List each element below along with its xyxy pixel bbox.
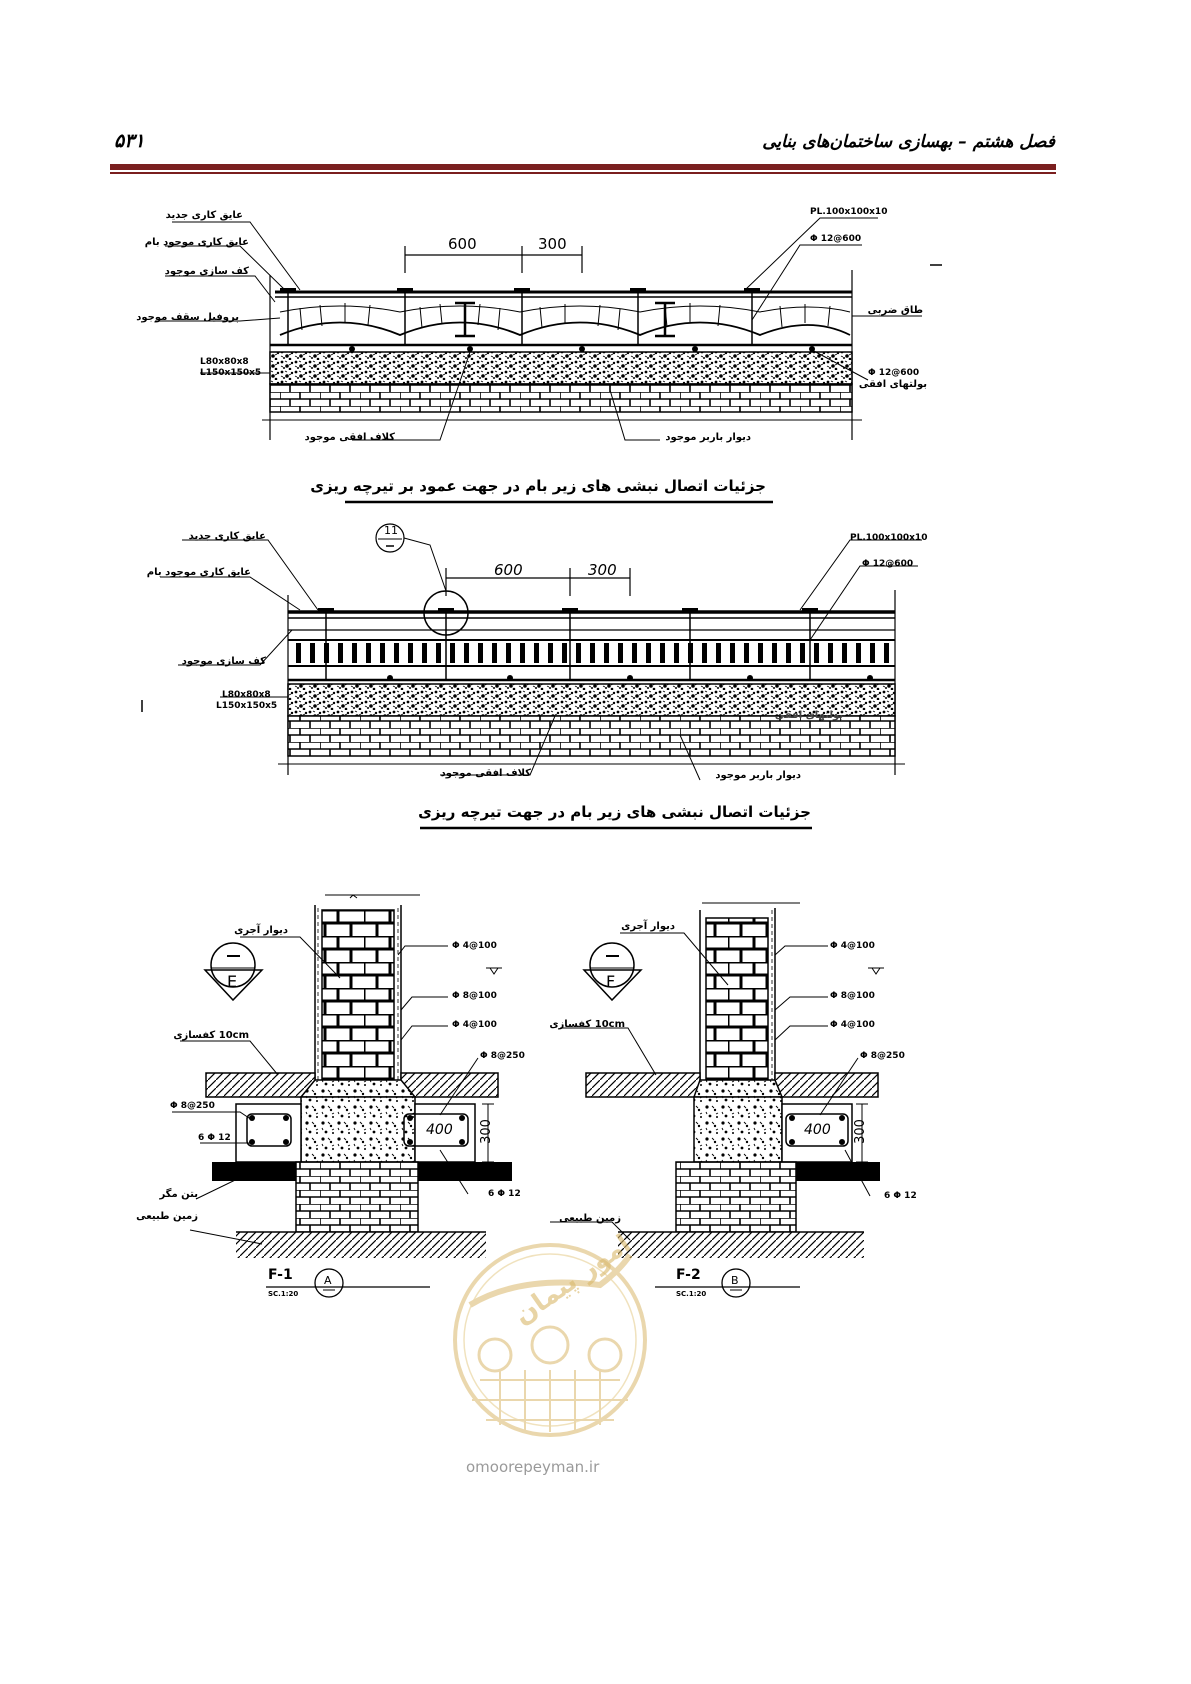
f1-label-lean-concrete: بتن مگر <box>159 1189 198 1200</box>
detail2-label-tie-beam: کلاف افقی موجود <box>440 768 531 779</box>
detail1-label-tie-beam: کلاف افقی موجود <box>304 432 395 443</box>
f2-scale: SC.1:20 <box>676 1290 707 1298</box>
detail1-label-existing-roof-profile: پروفیل سقف موجود <box>136 312 239 323</box>
detail2-label-bar-spacing: Φ 12@600 <box>862 559 914 569</box>
detail1-label-bar-spacing2: Φ 12@600 <box>868 368 920 378</box>
detail2-callout-number: 11 <box>384 524 398 537</box>
detail2-dim-600: 600 <box>494 561 523 579</box>
detail2-label-existing-flooring: کف سازی موجود <box>181 656 266 667</box>
f1-label-natural-ground: زمین طبیعی <box>136 1211 198 1222</box>
f1-label-mesh2: Φ 8@100 <box>452 991 497 1001</box>
watermark-seal <box>453 1243 647 1437</box>
detail2-label-plate: PL.100x100x10 <box>850 533 928 543</box>
f2-section-tag: F <box>606 972 616 991</box>
f2-label-floor-covering: 10cm کفسازی <box>549 1019 625 1030</box>
detail2-dim-300: 300 <box>588 561 617 579</box>
f1-label-mesh3: Φ 4@100 <box>452 1020 497 1030</box>
f1-label-stirrups: Φ 8@250 <box>480 1051 525 1061</box>
page-number: ۵۳۱ <box>114 130 145 152</box>
detail2-caption: جزئیات اتصال نبشی های زیر بام در جهت تیر… <box>418 803 811 821</box>
detail1-label-bar-spacing: Φ 12@600 <box>810 234 862 244</box>
f1-scale: SC.1:20 <box>268 1290 299 1298</box>
f1-label-floor-covering: 10cm کفسازی <box>173 1030 249 1041</box>
f1-label-bars-count: 6 Φ 12 <box>198 1133 231 1143</box>
detail1-label-existing-flooring: کف سازی موجود <box>164 266 249 277</box>
f1-label-brick-wall: دیوار آجری <box>234 925 288 936</box>
f1-title: F-1 <box>268 1267 293 1283</box>
detail2-label-angle: L80x80x8 <box>222 690 271 700</box>
detail2-label-new-insulation: عایق کاری جدید <box>188 531 266 542</box>
detail2-label-existing-roof-insulation: عایق کاری موجود بام <box>146 567 251 578</box>
detail1-dim-600: 600 <box>448 235 477 253</box>
f2-label-stirrups: Φ 8@250 <box>860 1051 905 1061</box>
f1-section-tag: E <box>227 972 238 991</box>
detail1-label-angle2: L150x150x5 <box>200 368 262 378</box>
header-rule <box>110 164 1056 170</box>
detail1-label-jack-arch: طاق ضربی <box>867 305 923 316</box>
f2-label-mesh3: Φ 4@100 <box>830 1020 875 1030</box>
detail2-label-angle2: L150x150x5 <box>216 701 278 711</box>
f2-label-brick-wall: دیوار آجری <box>621 921 675 932</box>
detail1-label-new-insulation: عایق کاری جدید <box>165 210 243 221</box>
detail1-label-plate: PL.100x100x10 <box>810 207 888 217</box>
detail1-label-bolts: بولتهای افقی <box>858 379 927 390</box>
f1-label-footing-bars: Φ 8@250 <box>170 1101 215 1111</box>
f1-label-mesh1: Φ 4@100 <box>452 941 497 951</box>
detail1-label-existing-roof-insulation: عایق کاری موجود بام <box>144 237 249 248</box>
f2-label-mesh1: Φ 4@100 <box>830 941 875 951</box>
detail1-dim-300: 300 <box>538 235 567 253</box>
f1-dim-width: 400 <box>426 1122 453 1138</box>
watermark-url: omoorepeyman.ir <box>466 1458 600 1476</box>
f1-dim-height: 300 <box>478 1119 494 1144</box>
detail1-caption: جزئیات اتصال نبشی های زیر بام در جهت عمو… <box>310 477 766 495</box>
detail2-label-bolts: بولتهای افقی <box>774 710 843 721</box>
detail2-label-bearing-wall: دیوار باربر موجود <box>715 770 801 781</box>
f2-dim-height: 300 <box>852 1119 868 1144</box>
detail1-label-angle: L80x80x8 <box>200 357 249 367</box>
detail1-label-bearing-wall: دیوار باربر موجود <box>665 432 751 443</box>
f2-label-mesh2: Φ 8@100 <box>830 991 875 1001</box>
f1-circle: A <box>324 1274 332 1287</box>
f2-circle: B <box>731 1274 739 1287</box>
f2-title: F-2 <box>676 1267 701 1283</box>
chapter-title: فصل هشتم – بهسازی ساختمان‌های بنایی <box>762 132 1055 152</box>
f1-label-bars-count-right: 6 Φ 12 <box>488 1189 521 1199</box>
header-rule-thin <box>110 172 1056 174</box>
f2-label-bars-count-right: 6 Φ 12 <box>884 1191 917 1201</box>
f2-dim-width: 400 <box>804 1122 831 1138</box>
f2-label-natural-ground: زمین طبیعی <box>559 1213 621 1224</box>
